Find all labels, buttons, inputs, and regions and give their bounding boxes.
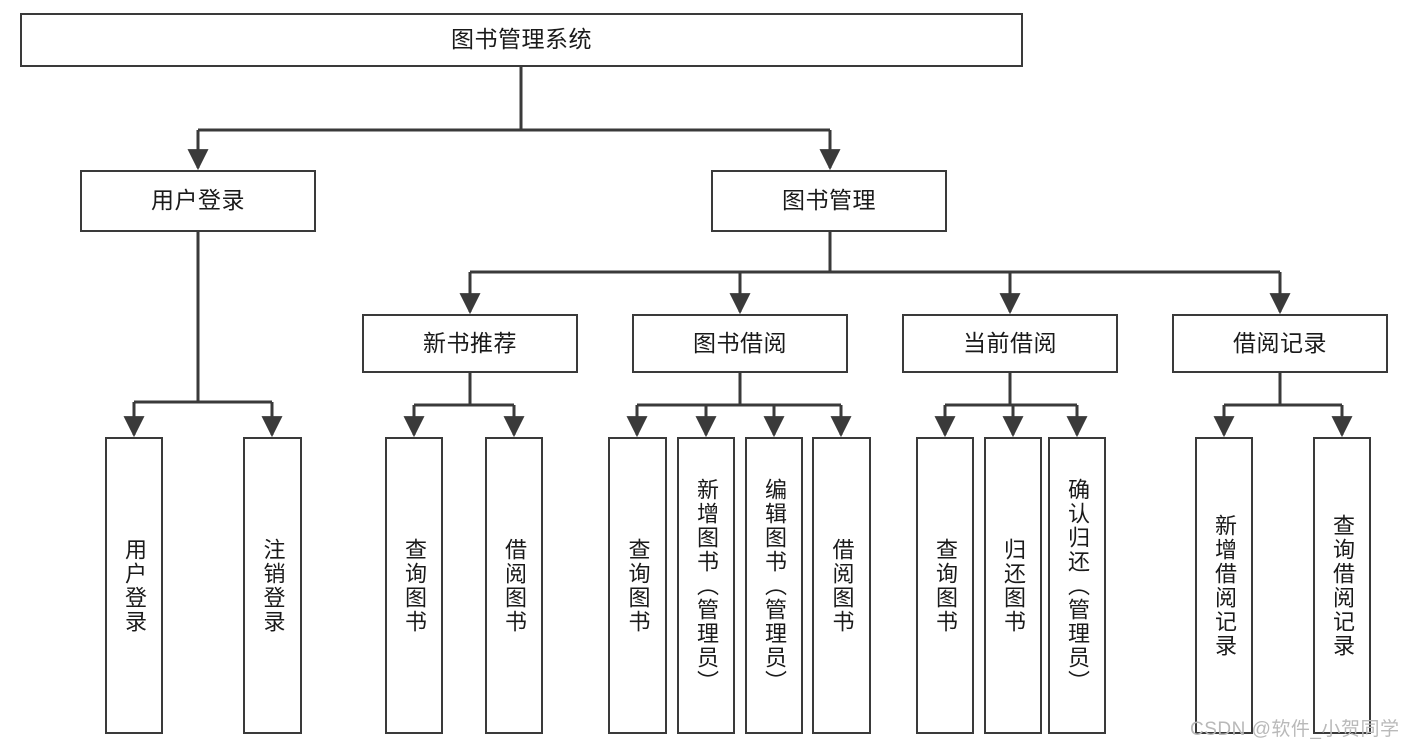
node-leaf-query-book-borrow[interactable]: 查询图书 bbox=[608, 437, 667, 734]
node-leaf-confirm-return-admin-label: 确认归还（管理员） bbox=[1064, 477, 1090, 694]
node-leaf-edit-book-admin[interactable]: 编辑图书（管理员） bbox=[745, 437, 803, 734]
node-root-label: 图书管理系统 bbox=[451, 26, 592, 53]
node-user-login-label: 用户登录 bbox=[151, 187, 245, 214]
node-leaf-user-login-label: 用户登录 bbox=[121, 537, 147, 634]
node-leaf-confirm-return-admin[interactable]: 确认归还（管理员） bbox=[1048, 437, 1106, 734]
node-leaf-borrow-book-rec-label: 借阅图书 bbox=[501, 537, 527, 634]
node-leaf-edit-book-admin-label: 编辑图书（管理员） bbox=[761, 477, 787, 694]
node-leaf-query-book-rec-label: 查询图书 bbox=[401, 537, 427, 634]
node-current-borrow[interactable]: 当前借阅 bbox=[902, 314, 1118, 373]
node-leaf-borrow-book[interactable]: 借阅图书 bbox=[812, 437, 871, 734]
node-leaf-user-login[interactable]: 用户登录 bbox=[105, 437, 163, 734]
node-book-management[interactable]: 图书管理 bbox=[711, 170, 947, 232]
node-current-borrow-label: 当前借阅 bbox=[963, 329, 1057, 356]
node-root-system[interactable]: 图书管理系统 bbox=[20, 13, 1023, 67]
node-leaf-query-book-borrow-label: 查询图书 bbox=[625, 537, 651, 634]
node-user-login[interactable]: 用户登录 bbox=[80, 170, 316, 232]
node-borrow-record[interactable]: 借阅记录 bbox=[1172, 314, 1388, 373]
node-leaf-query-book-current-label: 查询图书 bbox=[932, 537, 958, 634]
node-leaf-add-book-admin-label: 新增图书（管理员） bbox=[693, 477, 719, 694]
node-new-book-recommend[interactable]: 新书推荐 bbox=[362, 314, 578, 373]
node-borrow-record-label: 借阅记录 bbox=[1233, 329, 1327, 356]
node-leaf-query-borrow-record[interactable]: 查询借阅记录 bbox=[1313, 437, 1371, 734]
node-new-book-recommend-label: 新书推荐 bbox=[423, 329, 517, 356]
node-leaf-add-borrow-record[interactable]: 新增借阅记录 bbox=[1195, 437, 1253, 734]
node-leaf-user-logout[interactable]: 注销登录 bbox=[243, 437, 302, 734]
node-leaf-user-logout-label: 注销登录 bbox=[260, 537, 286, 634]
node-book-management-label: 图书管理 bbox=[782, 187, 876, 214]
node-leaf-query-book-current[interactable]: 查询图书 bbox=[916, 437, 974, 734]
node-leaf-return-book-label: 归还图书 bbox=[1000, 537, 1026, 634]
node-book-borrow-label: 图书借阅 bbox=[693, 329, 787, 356]
csdn-watermark: CSDN @软件_小贺同学 bbox=[1190, 719, 1400, 740]
node-leaf-query-borrow-record-label: 查询借阅记录 bbox=[1329, 513, 1355, 658]
node-leaf-query-book-rec[interactable]: 查询图书 bbox=[385, 437, 443, 734]
node-leaf-borrow-book-rec[interactable]: 借阅图书 bbox=[485, 437, 543, 734]
node-leaf-add-borrow-record-label: 新增借阅记录 bbox=[1211, 513, 1237, 658]
node-leaf-add-book-admin[interactable]: 新增图书（管理员） bbox=[677, 437, 735, 734]
node-leaf-return-book[interactable]: 归还图书 bbox=[984, 437, 1042, 734]
node-leaf-borrow-book-label: 借阅图书 bbox=[829, 537, 855, 634]
node-book-borrow[interactable]: 图书借阅 bbox=[632, 314, 848, 373]
